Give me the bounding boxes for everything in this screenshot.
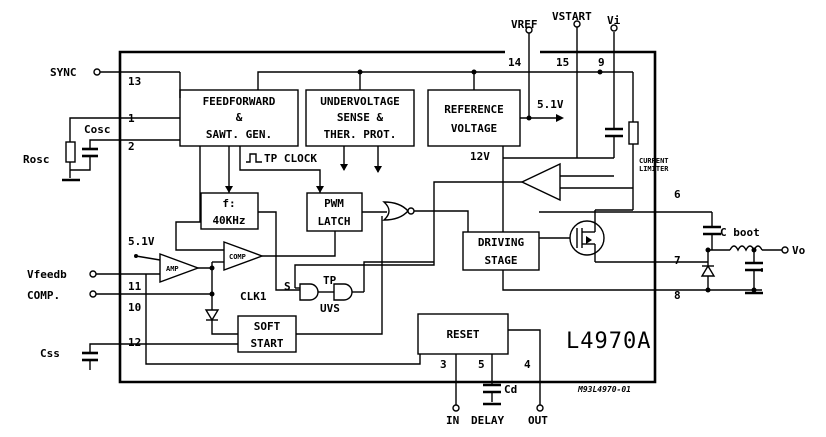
pwm-label-2: LATCH: [317, 215, 350, 228]
rosc-label: Rosc: [23, 153, 50, 166]
pin-14: 14: [508, 56, 522, 69]
s-label: S: [284, 280, 291, 293]
pin-13: 13: [128, 75, 141, 88]
cd-label: Cd: [504, 383, 517, 396]
current-limiter-label-1: CURRENT: [639, 157, 669, 165]
reset-block: RESET: [417, 313, 509, 355]
pin-11: 11: [128, 280, 142, 293]
chip-name: L4970A: [566, 329, 651, 354]
comp-label: COMP: [229, 253, 246, 261]
sync-label: SYNC: [50, 66, 77, 79]
vstart-label: VSTART: [552, 10, 592, 23]
pin-8: 8: [674, 289, 681, 302]
pin-4: 4: [524, 358, 531, 371]
pwm-latch-block: PWM LATCH: [306, 192, 363, 232]
divider-label-1: f:: [222, 197, 235, 210]
reference-voltage-block: REFERENCE VOLTAGE: [427, 89, 521, 147]
uv-label-3: THER. PROT.: [324, 128, 397, 141]
pin-9: 9: [598, 56, 605, 69]
pin-5: 5: [478, 358, 485, 371]
tp-label: TP: [323, 274, 337, 287]
pin-15: 15: [556, 56, 569, 69]
ref-label-2: VOLTAGE: [451, 122, 497, 135]
uv-label-1: UNDERVOLTAGE: [320, 95, 399, 108]
delay-label: DELAY: [471, 414, 504, 427]
in-label: IN: [446, 414, 459, 427]
v51-left-label: 5.1V: [128, 235, 155, 248]
clk1-label: CLK1: [240, 290, 267, 303]
soft-label-1: SOFT: [254, 320, 281, 333]
v12-label: 12V: [470, 150, 490, 163]
vfeedb-label: Vfeedb: [27, 268, 67, 281]
current-limiter-label-2: LIMITER: [639, 165, 669, 173]
pwm-label-1: PWM: [324, 197, 344, 210]
driving-label-2: STAGE: [484, 254, 517, 267]
divider-label-2: 40KHz: [212, 214, 245, 227]
soft-start-block: SOFT START: [237, 315, 297, 353]
feedforward-label-2: &: [236, 111, 243, 124]
pin-6: 6: [674, 188, 681, 201]
reset-label: RESET: [446, 328, 479, 341]
pin-12: 12: [128, 336, 141, 349]
out-label: OUT: [528, 414, 548, 427]
figure-code: M93L4970-01: [577, 385, 631, 394]
feedforward-label-3: SAWT. GEN.: [206, 128, 272, 141]
uvs-label: UVS: [320, 302, 340, 315]
pin-2: 2: [128, 140, 135, 153]
pin-7: 7: [674, 254, 681, 267]
ref-label-1: REFERENCE: [444, 103, 504, 116]
undervoltage-block: UNDERVOLTAGE SENSE & THER. PROT.: [305, 89, 415, 147]
amp-label: AMP: [166, 265, 179, 273]
vo-label: Vo: [792, 244, 806, 257]
divider-block: f: 40KHz: [200, 192, 259, 230]
mosfet-switch: [569, 210, 605, 262]
cosc-label: Cosc: [84, 123, 111, 136]
comp-ext-label: COMP.: [27, 289, 60, 302]
v51-top-label: 5.1V: [537, 98, 564, 111]
css-label: Css: [40, 347, 60, 360]
pin-3: 3: [440, 358, 447, 371]
pin-10: 10: [128, 301, 141, 314]
feedforward-block: FEEDFORWARD & SAWT. GEN.: [179, 89, 299, 147]
vref-label: VREF: [511, 18, 538, 31]
uv-label-2: SENSE &: [337, 111, 384, 124]
driving-stage-block: DRIVING STAGE: [462, 231, 540, 271]
pin-1: 1: [128, 112, 135, 125]
vi-label: Vi: [607, 14, 621, 27]
feedforward-label-1: FEEDFORWARD: [203, 95, 276, 108]
soft-label-2: START: [250, 337, 283, 350]
tp-clock-label: TP CLOCK: [264, 152, 317, 165]
cboot-label: C boot: [720, 226, 760, 239]
driving-label-1: DRIVING: [478, 236, 525, 249]
ic-outline: [118, 50, 657, 384]
